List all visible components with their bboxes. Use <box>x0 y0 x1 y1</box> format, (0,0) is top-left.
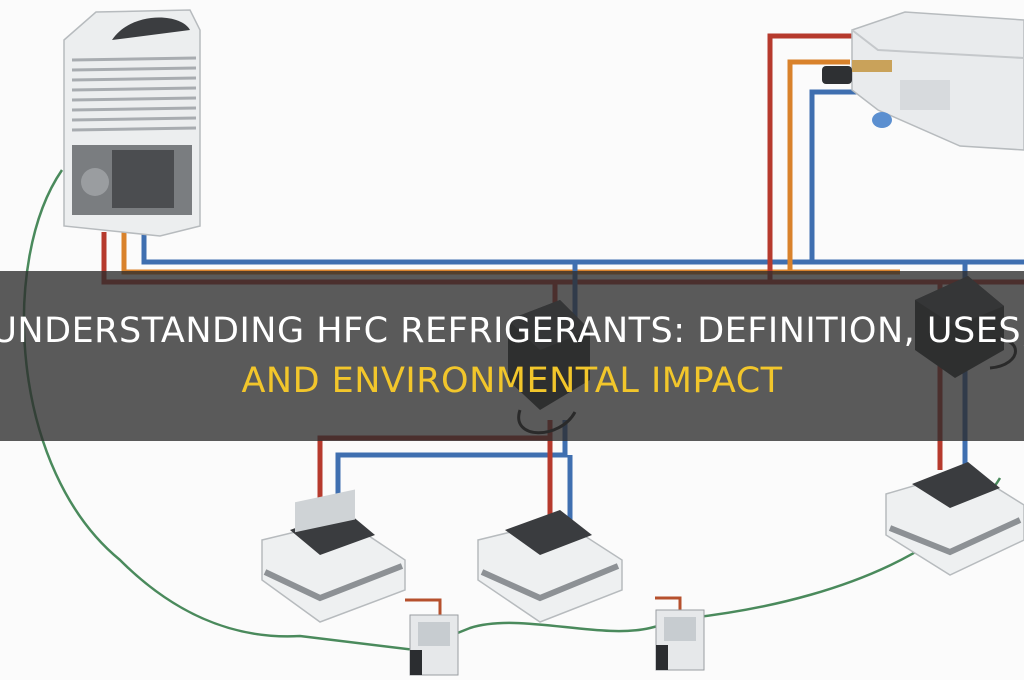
outdoor-unit <box>63 9 201 237</box>
title-banner: UNDERSTANDING HFC REFRIGERANTS: DEFINITI… <box>0 271 1024 441</box>
cassette-unit-right <box>885 462 1024 576</box>
cassette-unit-center <box>477 510 623 623</box>
ducted-indoor-unit <box>822 11 1024 151</box>
wired-controller-right <box>655 609 705 671</box>
cassette-unit-left <box>261 489 406 623</box>
headline-line-1: UNDERSTANDING HFC REFRIGERANTS: DEFINITI… <box>0 311 1024 351</box>
headline-line-2: AND ENVIRONMENTAL IMPACT <box>241 361 783 401</box>
wired-controller-left <box>409 614 459 676</box>
